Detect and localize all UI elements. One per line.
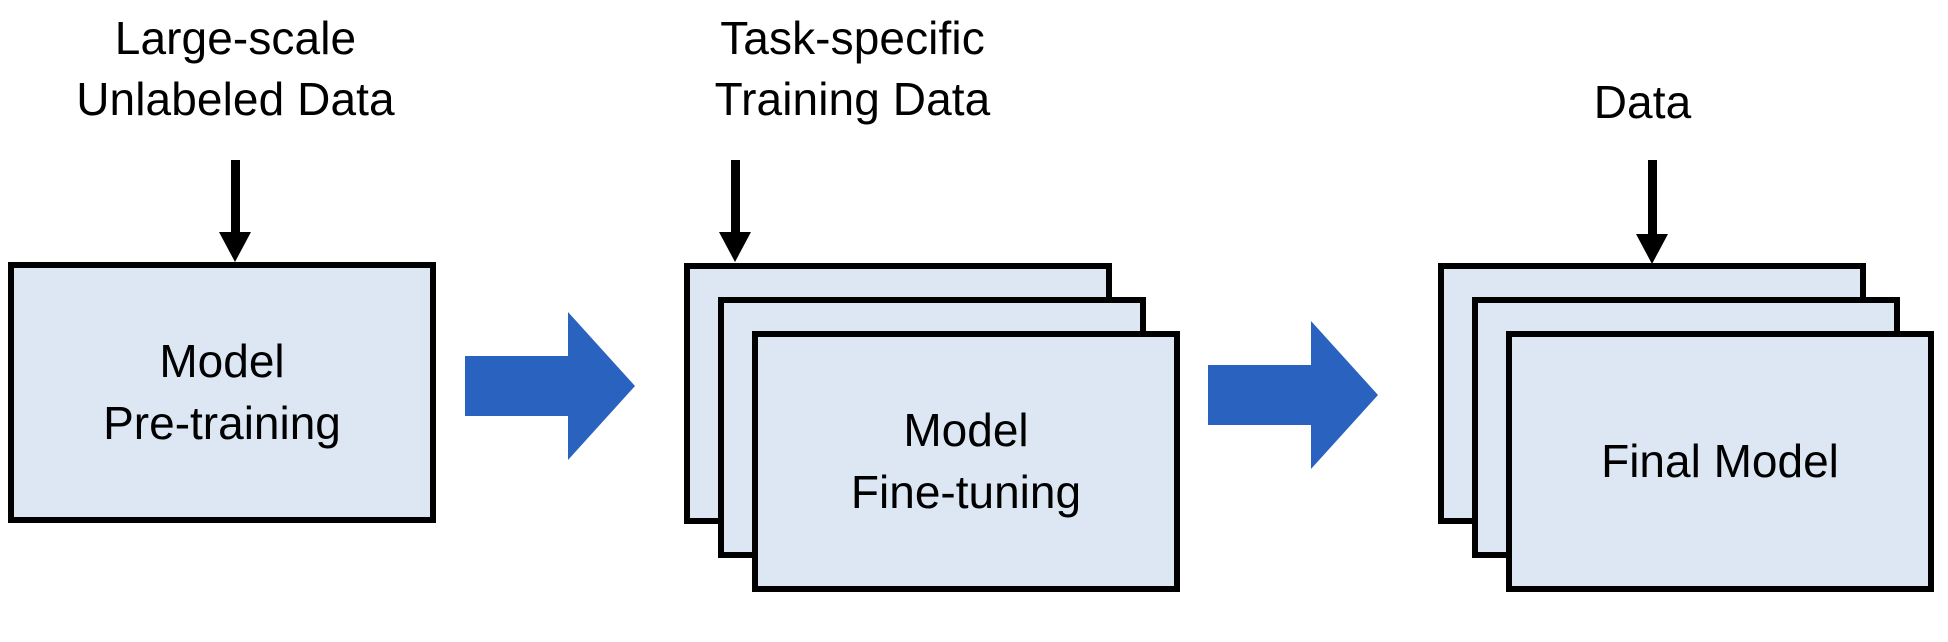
box-label-final-model: Final Model bbox=[1601, 434, 1839, 487]
box-label-finetuning: Model Fine-tuning bbox=[850, 403, 1082, 518]
box-model-pretraining[interactable]: Model Pre-training bbox=[8, 262, 436, 523]
caption-final-model: Data bbox=[1593, 76, 1692, 128]
caption-finetuning: Task-specific Training Data bbox=[714, 12, 991, 125]
down-arrow-icon-pretraining bbox=[216, 160, 254, 262]
box-label-pretraining: Model Pre-training bbox=[103, 334, 341, 449]
box-model-finetuning[interactable]: Model Fine-tuning bbox=[752, 331, 1180, 592]
down-arrow-icon-finetuning bbox=[716, 160, 754, 262]
box-final-model[interactable]: Final Model bbox=[1506, 331, 1934, 592]
flow-arrow-icon-2 bbox=[1208, 321, 1378, 469]
flow-arrow-icon-1 bbox=[465, 312, 635, 460]
down-arrow-icon-final-model bbox=[1633, 160, 1671, 264]
caption-pretraining: Large-scale Unlabeled Data bbox=[76, 12, 395, 125]
